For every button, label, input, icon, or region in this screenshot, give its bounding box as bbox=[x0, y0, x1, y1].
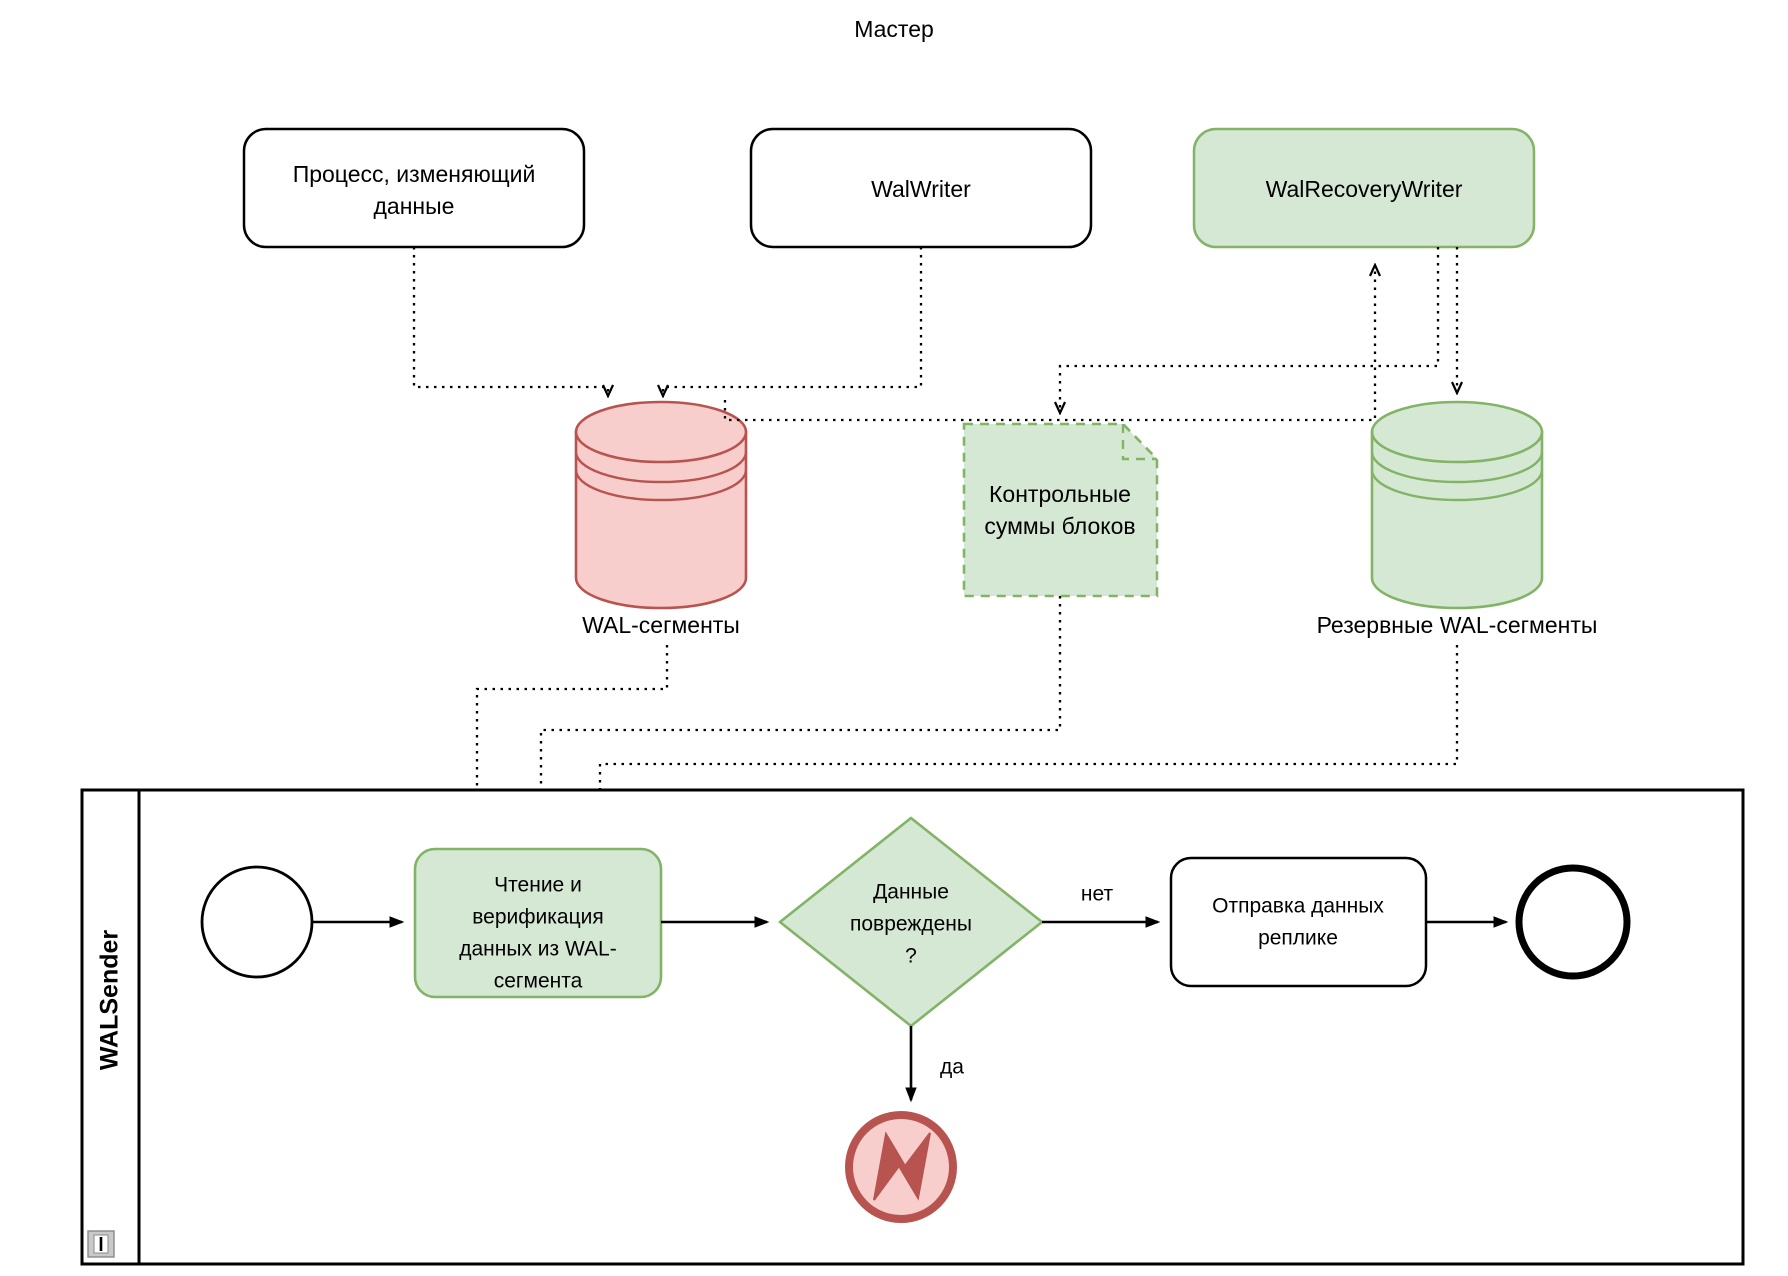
box-walwriter-label: WalWriter bbox=[871, 176, 971, 202]
start-event[interactable] bbox=[200, 865, 314, 979]
error-bolt-icon bbox=[873, 1131, 931, 1201]
datastore-block-checksums-label-line2: суммы блоков bbox=[984, 513, 1135, 539]
gateway-label-line3: ? bbox=[905, 945, 917, 968]
task-read-verify-line3: данных из WAL- bbox=[459, 938, 616, 961]
task-send-to-replica[interactable]: Отправка данных реплике bbox=[1169, 856, 1428, 988]
datastore-wal-segments[interactable]: WAL-сегменты bbox=[574, 400, 748, 638]
task-read-verify-line2: верификация bbox=[472, 906, 603, 929]
edge-label-no: нет bbox=[1081, 883, 1114, 906]
datastore-block-checksums-label-line1: Контрольные bbox=[989, 481, 1131, 507]
error-end-event[interactable] bbox=[845, 1111, 957, 1223]
box-process-modifying-data[interactable]: Процесс, изменяющий данные bbox=[242, 127, 586, 249]
gateway-label-line2: повреждены bbox=[850, 913, 972, 936]
datastore-block-checksums[interactable]: Контрольные суммы блоков bbox=[962, 422, 1159, 598]
lane-title-walsender: WALSender bbox=[96, 930, 124, 1071]
box-walrecoverywriter-label: WalRecoveryWriter bbox=[1266, 176, 1463, 202]
edge-label-yes: да bbox=[940, 1056, 964, 1079]
assoc-process-to-walsegments bbox=[412, 247, 608, 395]
datastore-backup-wal-segments[interactable]: Резервные WAL-сегменты bbox=[1317, 400, 1598, 638]
gateway-data-corrupted[interactable]: Данные повреждены ? bbox=[777, 816, 1045, 1028]
assoc-walsegments-to-walrecoverywriter bbox=[723, 266, 1375, 422]
collapse-handle-icon[interactable] bbox=[87, 1230, 115, 1258]
task-send-line2: реплике bbox=[1258, 927, 1338, 950]
page-title: Мастер bbox=[854, 16, 934, 42]
end-event[interactable] bbox=[1515, 864, 1631, 980]
task-read-verify-line1: Чтение и bbox=[494, 874, 582, 897]
task-read-verify[interactable]: Чтение и верификация данных из WAL- сегм… bbox=[413, 847, 663, 999]
box-process-label-line2: данные bbox=[374, 193, 455, 219]
box-process-label-line1: Процесс, изменяющий bbox=[293, 161, 536, 187]
gateway-label-line1: Данные bbox=[873, 881, 949, 904]
box-walwriter[interactable]: WalWriter bbox=[749, 127, 1093, 249]
datastore-wal-segments-caption: WAL-сегменты bbox=[582, 612, 740, 638]
assoc-walwriter-to-walsegments bbox=[663, 247, 923, 395]
box-walrecoverywriter[interactable]: WalRecoveryWriter bbox=[1192, 127, 1536, 249]
assoc-walrecoverywriter-to-checksums bbox=[1060, 247, 1440, 412]
assoc-checksums-to-task bbox=[541, 596, 1062, 838]
task-send-line1: Отправка данных bbox=[1212, 895, 1384, 918]
task-read-verify-line4: сегмента bbox=[494, 970, 583, 993]
datastore-backup-wal-segments-caption: Резервные WAL-сегменты bbox=[1317, 612, 1598, 638]
